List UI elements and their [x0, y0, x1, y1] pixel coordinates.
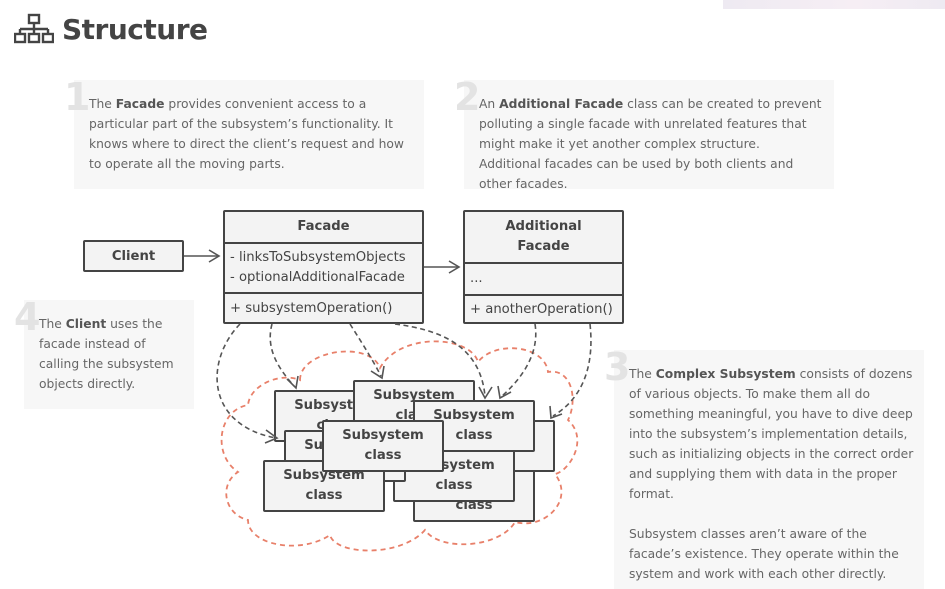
facade-field: - linksToSubsystemObjects	[230, 250, 406, 265]
note-number: 1	[64, 75, 91, 119]
note-additional-facade: 2 An Additional Facade class can be crea…	[454, 78, 834, 191]
section-header: Structure	[14, 9, 208, 49]
arrowhead	[448, 260, 461, 274]
dependency-arrow	[501, 323, 537, 397]
note-number: 2	[454, 75, 481, 119]
facade-name: Facade	[297, 219, 350, 234]
arrowhead	[478, 386, 493, 400]
dependency-arrow	[216, 323, 277, 439]
client-box[interactable]: Client	[83, 240, 184, 272]
facade-field: - optionalAdditionalFacade	[230, 270, 405, 285]
dependency-arrow	[552, 323, 592, 417]
arrowhead	[286, 375, 299, 390]
dependency-arrow	[349, 323, 382, 377]
dependency-arrow	[394, 323, 486, 397]
facade-method: + subsystemOperation()	[225, 292, 422, 322]
note-keyword: Complex Subsystem	[655, 367, 796, 381]
client-label: Client	[111, 248, 156, 264]
facade-class[interactable]: Facade - linksToSubsystemObjects - optio…	[223, 210, 424, 324]
note-paragraph: Subsystem classes aren’t aware of the fa…	[629, 527, 899, 581]
facade-fields: - linksToSubsystemObjects - optionalAddi…	[225, 242, 422, 292]
dependency-arrow	[269, 323, 295, 387]
note-facade: 1 The Facade provides convenient access …	[64, 78, 424, 189]
arrowhead	[264, 429, 279, 444]
top-gradient-strip	[723, 0, 945, 9]
hierarchy-icon	[14, 13, 54, 44]
note-keyword: Client	[65, 317, 107, 331]
additional-facade-method: + anotherOperation()	[465, 294, 622, 322]
arrowhead	[549, 405, 563, 420]
note-keyword: Additional Facade	[499, 97, 624, 111]
note-client: 4 The Client uses the facade instead of …	[14, 298, 194, 409]
additional-facade-fields: ...	[465, 262, 622, 294]
arrowhead	[370, 365, 385, 380]
note-complex-subsystem: 3 The Complex Subsystem consists of doze…	[604, 348, 924, 589]
additional-facade-name: Additional Facade	[505, 219, 582, 254]
note-number: 4	[14, 295, 41, 339]
note-number: 3	[604, 345, 631, 389]
page-title: Structure	[62, 12, 208, 46]
additional-facade-class[interactable]: Additional Facade ... + anotherOperation…	[463, 210, 624, 324]
arrowhead	[208, 249, 221, 263]
note-keyword: Facade	[115, 97, 165, 111]
arrowhead	[497, 385, 512, 400]
